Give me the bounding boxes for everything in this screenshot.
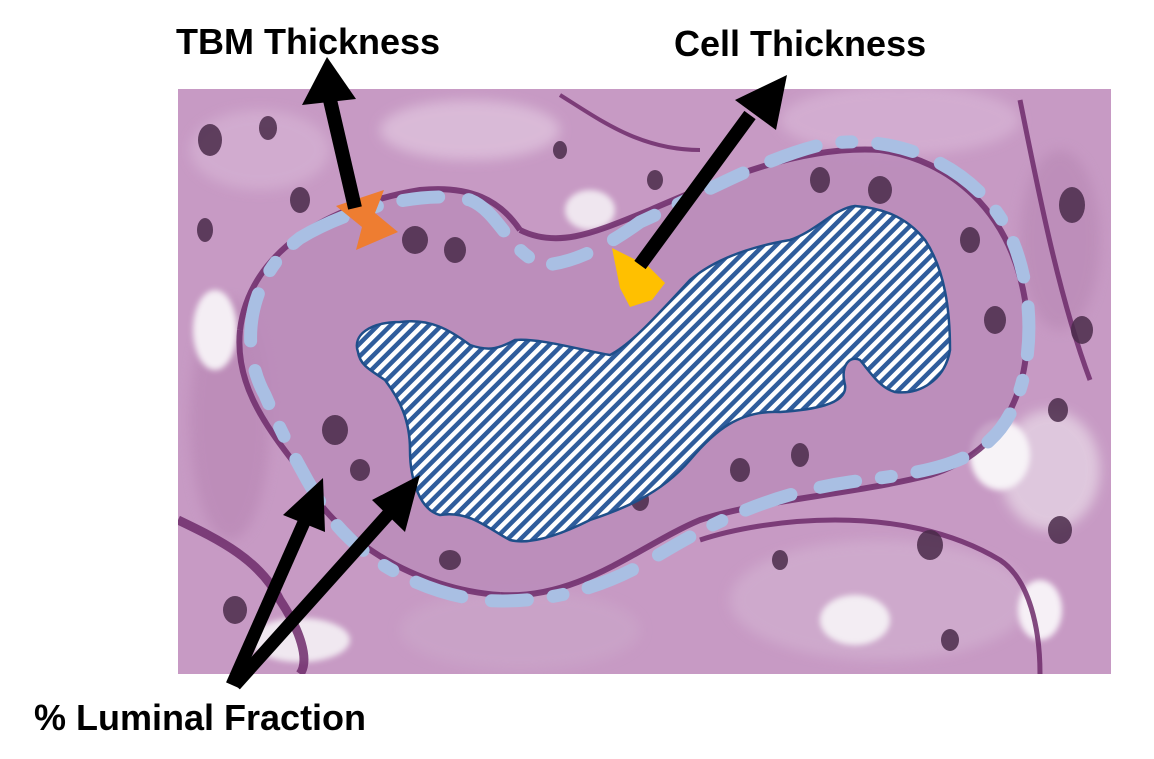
tubule-outline-dashed [244, 135, 1036, 608]
tbm-thickness-label: TBM Thickness [176, 21, 441, 62]
lumen-region [355, 204, 952, 543]
luminal-arrow-left [226, 478, 325, 688]
tbm-arrow [302, 57, 362, 210]
cell-arrow [634, 75, 787, 270]
luminal-arrow-right [230, 475, 420, 690]
cell-thickness-label: Cell Thickness [674, 23, 927, 64]
cell-marker-icon [612, 248, 665, 307]
luminal-fraction-label: % Luminal Fraction [34, 697, 367, 738]
